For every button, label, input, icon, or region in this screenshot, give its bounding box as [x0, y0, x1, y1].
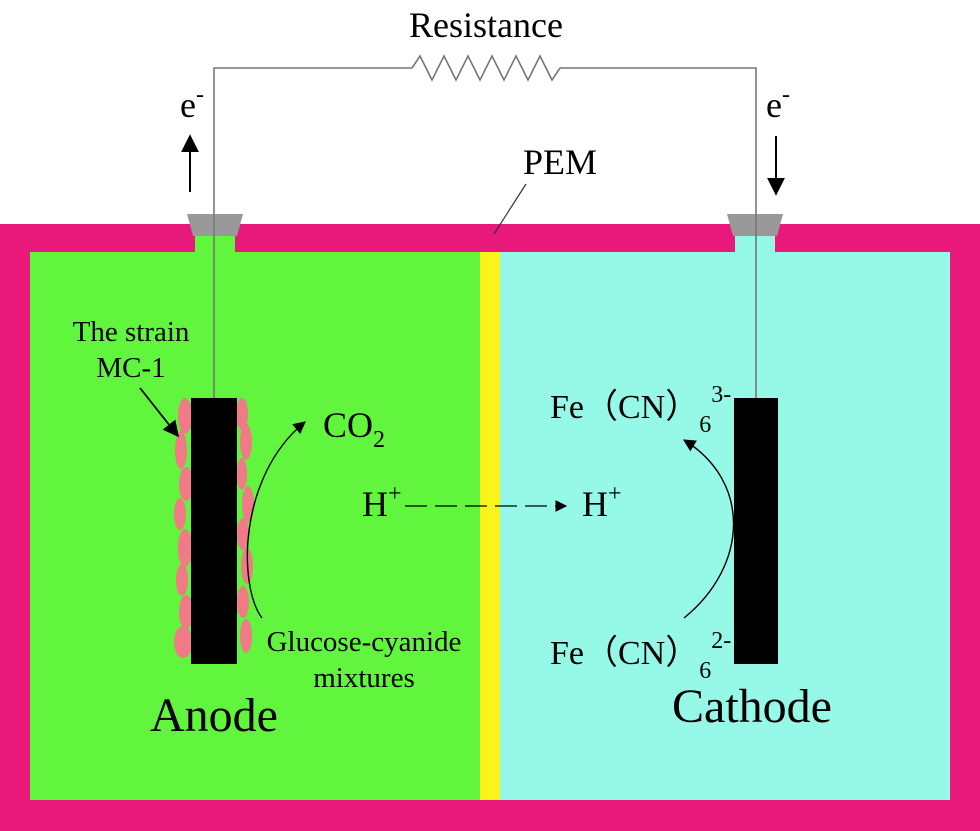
cathode-chamber	[500, 252, 950, 800]
bacteria-cluster	[174, 398, 254, 658]
ferricyanide-main: Fe（CN）	[550, 388, 699, 426]
strain-label-line2: MC-1	[96, 352, 165, 384]
electron-right-symbol: e	[766, 85, 782, 125]
proton-right-charge: +	[608, 481, 622, 507]
proton-right-label: H+	[582, 481, 622, 524]
ferrocyanide-sub: 6	[699, 658, 711, 684]
ferrocyanide-charge: 2-	[711, 628, 731, 654]
resistance-label: Resistance	[409, 5, 563, 45]
external-wire	[213, 67, 757, 398]
ferricyanide-charge: 3-	[711, 382, 731, 408]
substrate-label-line2: mixtures	[313, 662, 415, 694]
ferrocyanide-main: Fe（CN）	[550, 634, 699, 672]
electron-left-charge: -	[196, 82, 204, 108]
anode-port	[187, 214, 243, 252]
electron-left: e-	[180, 82, 204, 192]
svg-text:e-: e-	[766, 82, 790, 125]
electron-right-charge: -	[782, 82, 790, 108]
anode-electrode	[191, 398, 237, 664]
strain-pointer-arrow-icon	[139, 387, 180, 438]
co2-subscript: 2	[373, 427, 385, 453]
co2-release-arrow-icon	[246, 421, 306, 619]
anode-chamber	[30, 252, 480, 800]
co2-label: CO2	[323, 405, 385, 453]
cathode-electrode	[734, 398, 778, 664]
strain-label-line1: The strain	[73, 316, 190, 348]
reduction-arrow-icon	[682, 439, 735, 619]
substrate-label-line1: Glucose-cyanide	[267, 626, 462, 658]
proton-left-symbol: H	[362, 484, 388, 524]
electron-left-symbol: e	[180, 85, 196, 125]
ferrocyanide-label: Fe（CN）62-	[550, 628, 731, 684]
proton-right-symbol: H	[582, 484, 608, 524]
svg-text:e-: e-	[180, 82, 204, 125]
co2-main: CO	[323, 405, 373, 445]
pem-membrane	[480, 252, 500, 800]
cathode-port	[727, 214, 783, 252]
ferricyanide-label: Fe（CN）63-	[550, 382, 731, 438]
pem-label: PEM	[523, 142, 597, 182]
resistor-icon	[411, 54, 561, 82]
ferricyanide-sub: 6	[699, 412, 711, 438]
cathode-label: Cathode	[672, 680, 832, 733]
proton-left-label: H+	[362, 481, 402, 524]
pem-leader-line	[493, 183, 527, 235]
proton-left-charge: +	[388, 481, 402, 507]
anode-label: Anode	[150, 689, 278, 742]
electron-right: e-	[766, 82, 790, 196]
container	[0, 224, 980, 831]
